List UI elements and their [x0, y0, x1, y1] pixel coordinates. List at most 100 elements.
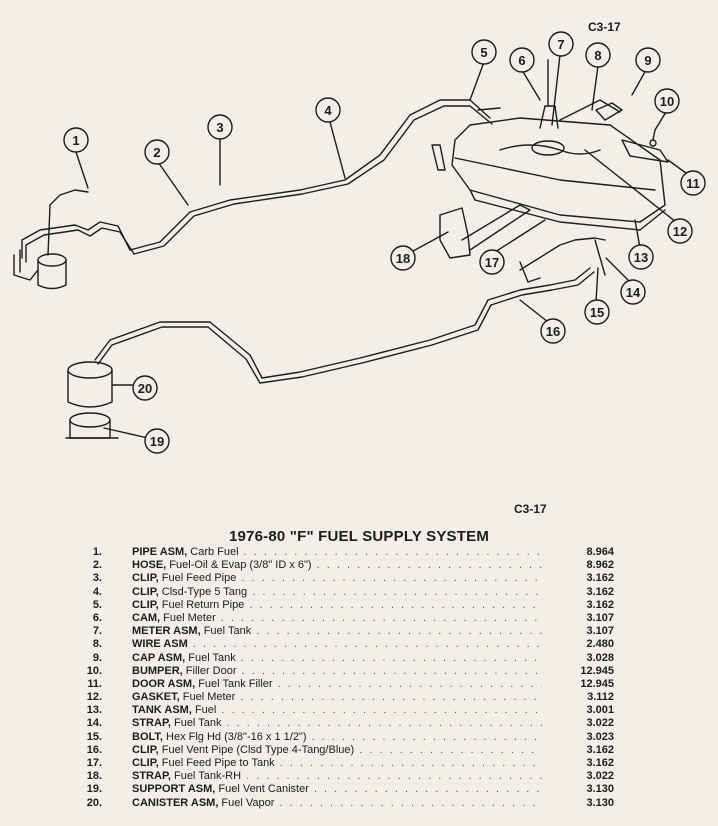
- part-reference: 3.001: [586, 704, 614, 717]
- callout-13: 13: [628, 244, 654, 270]
- parts-row: 11. DOOR ASM, Fuel Tank Filler . . . . . …: [80, 678, 620, 691]
- parts-row: 16.CLIP, Fuel Vent Pipe (Clsd Type 4-Tan…: [80, 744, 620, 757]
- callout-label: 10: [660, 94, 674, 109]
- part-number: 11.: [87, 677, 102, 690]
- leader-dots: . . . . . . . . . . . . . . . . . . . . …: [243, 546, 542, 558]
- callout-label: 9: [644, 53, 651, 68]
- callout-17: 17: [479, 249, 505, 275]
- part-name: PIPE ASM,: [132, 546, 188, 558]
- callout-label: 20: [138, 381, 152, 396]
- leader-dots: . . . . . . . . . . . . . . . . . . . . …: [279, 796, 542, 809]
- callout-20: 20: [132, 375, 158, 401]
- part-number: 8.: [92, 638, 102, 651]
- callout-3: 3: [207, 114, 233, 140]
- part-detail: Clsd-Type 5 Tang: [158, 585, 248, 598]
- part-description: DOOR ASM, Fuel Tank Filler . . . . . . .…: [132, 678, 542, 691]
- part-detail: Fuel Feed Pipe: [158, 572, 237, 585]
- part-description: WIRE ASM . . . . . . . . . . . . . . . .…: [132, 638, 542, 651]
- part-description: STRAP, Fuel Tank-RH . . . . . . . . . . …: [132, 770, 542, 783]
- part-detail: Fuel: [191, 704, 217, 717]
- page-code-middle: C3-17: [514, 502, 547, 516]
- callout-1: 1: [63, 127, 89, 153]
- part-description: CLIP, Fuel Return Pipe . . . . . . . . .…: [132, 599, 542, 612]
- part-name: DOOR ASM,: [132, 677, 196, 690]
- part-detail: Fuel Tank Filler: [195, 677, 273, 690]
- parts-row: 8. WIRE ASM . . . . . . . . . . . . . . .…: [80, 638, 620, 651]
- part-number: 9.: [92, 651, 102, 664]
- part-description: BUMPER, Filler Door . . . . . . . . . . …: [132, 665, 542, 678]
- leader-dots: . . . . . . . . . . . . . . . . . . . . …: [246, 770, 542, 783]
- callout-label: 7: [557, 37, 564, 52]
- front-canister-drawing: [13, 249, 67, 290]
- leader-dots: . . . . . . . . . . . . . . . . . . . . …: [192, 638, 542, 651]
- callout-4: 4: [315, 97, 341, 123]
- part-number: 4.: [92, 585, 102, 598]
- part-description: CAM, Fuel Meter . . . . . . . . . . . . …: [132, 612, 542, 625]
- part-description: SUPPORT ASM, Fuel Vent Canister . . . . …: [132, 783, 542, 796]
- parts-row: 5. CLIP, Fuel Return Pipe . . . . . . . .…: [80, 599, 620, 612]
- parts-row: 3.CLIP, Fuel Feed Pipe . . . . . . . . .…: [80, 572, 620, 585]
- part-reference: 3.112: [587, 691, 614, 704]
- part-reference: 3.022: [586, 717, 614, 730]
- parts-row: 18. STRAP, Fuel Tank-RH . . . . . . . . .…: [80, 770, 620, 783]
- parts-row: 13.TANK ASM, Fuel . . . . . . . . . . . …: [80, 704, 620, 717]
- part-name: CLIP,: [132, 598, 159, 611]
- part-number: 14.: [86, 717, 102, 730]
- parts-row: 4.CLIP, Clsd-Type 5 Tang . . . . . . . .…: [80, 586, 620, 599]
- part-description: CLIP, Fuel Feed Pipe to Tank . . . . . .…: [132, 757, 542, 770]
- part-detail: Fuel Meter: [179, 691, 236, 704]
- parts-list: 1. PIPE ASM, Carb Fuel . . . . . . . . . …: [80, 546, 620, 810]
- leader-dots: . . . . . . . . . . . . . . . . . . . . …: [277, 677, 542, 690]
- parts-row: 12.GASKET, Fuel Meter . . . . . . . . . …: [80, 691, 620, 704]
- callout-label: 15: [590, 305, 604, 320]
- callout-label: 12: [673, 224, 687, 239]
- leader-dots: . . . . . . . . . . . . . . . . . . . . …: [241, 664, 542, 677]
- vent-pipe: [94, 267, 595, 384]
- callout-19: 19: [144, 428, 170, 454]
- tank-straps: [439, 204, 606, 283]
- parts-row: 17. CLIP, Fuel Feed Pipe to Tank . . . . …: [80, 757, 620, 770]
- part-number: 20.: [86, 796, 102, 809]
- callout-label: 19: [150, 434, 164, 449]
- part-number: 19.: [86, 783, 102, 796]
- parts-row: 14. STRAP, Fuel Tank . . . . . . . . . . …: [80, 717, 620, 730]
- part-reference: 8.962: [586, 559, 614, 572]
- leader-dots: . . . . . . . . . . . . . . . . . . . . …: [249, 598, 542, 611]
- parts-row: 20. CANISTER ASM, Fuel Vapor . . . . . . …: [80, 797, 620, 810]
- part-description: STRAP, Fuel Tank . . . . . . . . . . . .…: [132, 717, 542, 730]
- callout-16: 16: [540, 318, 566, 344]
- leader-lines: [75, 54, 691, 439]
- leader-dots: . . . . . . . . . . . . . . . . . . . . …: [241, 572, 542, 585]
- part-number: 18.: [86, 770, 102, 783]
- part-reference: 3.022: [586, 770, 614, 783]
- callout-label: 1: [72, 133, 79, 148]
- parts-row: 6.CAM, Fuel Meter . . . . . . . . . . . …: [80, 612, 620, 625]
- part-description: PIPE ASM, Carb Fuel . . . . . . . . . . …: [132, 546, 542, 559]
- part-name: STRAP,: [132, 770, 171, 783]
- part-description: CANISTER ASM, Fuel Vapor . . . . . . . .…: [132, 797, 542, 810]
- parts-list-title: 1976-80 "F" FUEL SUPPLY SYSTEM: [228, 528, 490, 545]
- part-detail: Filler Door: [182, 664, 237, 677]
- part-name: CLIP,: [132, 743, 159, 756]
- callout-2: 2: [144, 139, 170, 165]
- part-description: HOSE, Fuel-Oil & Evap (3/8" ID x 6") . .…: [132, 559, 542, 572]
- callout-label: 18: [396, 251, 410, 266]
- part-name: BOLT,: [132, 730, 163, 743]
- part-number: 1.: [92, 546, 102, 558]
- part-number: 5.: [92, 598, 102, 611]
- part-detail: Fuel Tank: [200, 625, 252, 638]
- part-number: 17.: [86, 757, 102, 769]
- callout-label: 17: [485, 255, 499, 270]
- part-detail: Fuel Return Pipe: [158, 598, 245, 611]
- part-name: SUPPORT ASM,: [132, 783, 216, 796]
- part-number: 7.: [92, 625, 102, 638]
- callout-9: 9: [635, 47, 661, 73]
- leader-dots: . . . . . . . . . . . . . . . . . . . . …: [240, 651, 542, 664]
- part-description: GASKET, Fuel Meter . . . . . . . . . . .…: [132, 691, 542, 704]
- part-reference: 2.480: [586, 638, 614, 651]
- part-description: CLIP, Fuel Feed Pipe . . . . . . . . . .…: [132, 572, 542, 585]
- part-name: CAP ASM,: [132, 651, 186, 664]
- parts-row: 9.CAP ASM, Fuel Tank . . . . . . . . . .…: [80, 652, 620, 665]
- part-detail: Fuel-Oil & Evap (3/8" ID x 6"): [166, 559, 312, 572]
- part-reference: 3.028: [586, 651, 614, 664]
